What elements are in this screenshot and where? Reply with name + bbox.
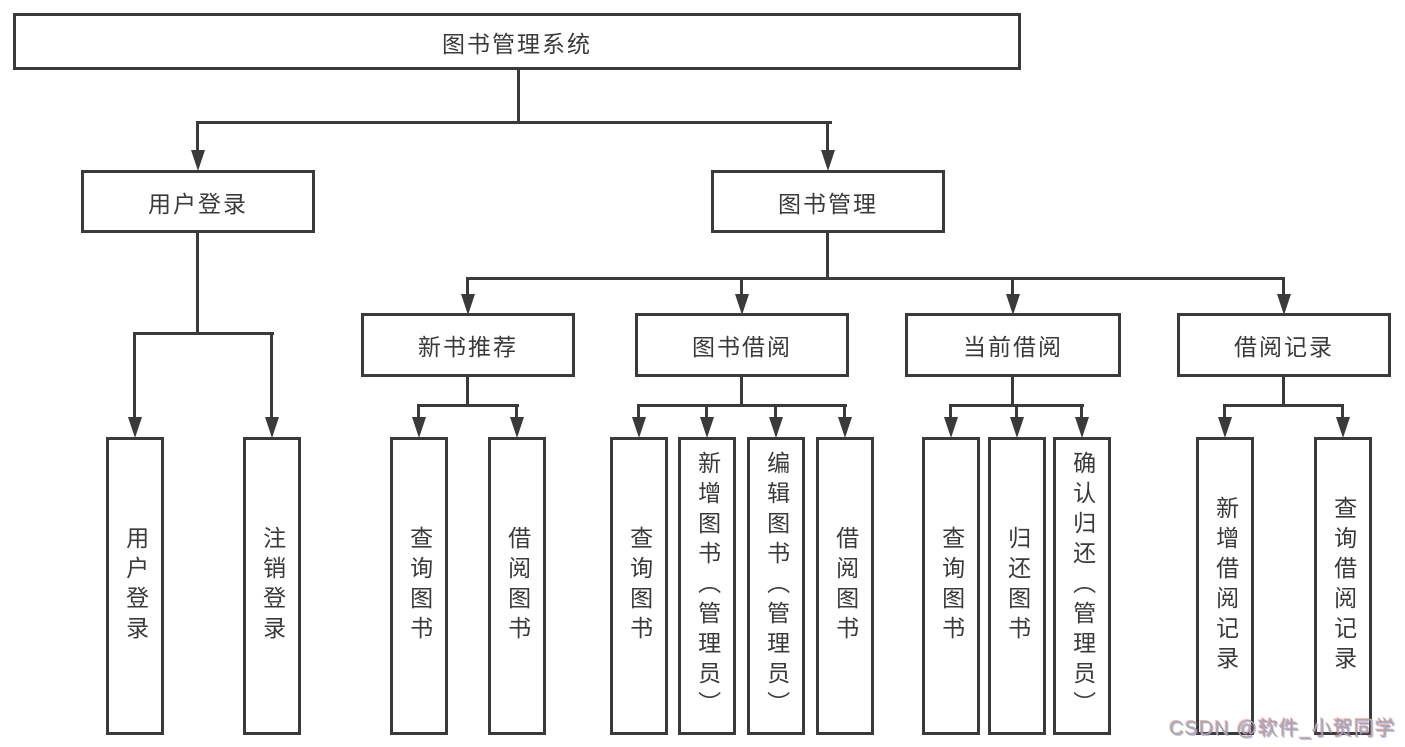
connector-line [1282,277,1285,297]
connector-line [740,375,743,407]
connector-line [1341,404,1344,419]
arrow-down-icon [191,150,205,171]
leaf-confirm-return-admin-label: 确认归还（管理员） [1069,451,1096,721]
node-current-borrow-label: 当前借阅 [963,334,1063,360]
arrow-down-icon [821,150,835,171]
node-user-login: 用户登录 [81,170,315,233]
node-book-borrow: 图书借阅 [635,313,849,377]
connector-line [705,404,708,419]
leaf-query-books-recommend-label: 查询图书 [406,526,433,646]
connector-line [466,277,1285,280]
connector-line [1223,404,1344,407]
leaf-query-books-current-label: 查询图书 [938,526,965,646]
node-user-login-label: 用户登录 [148,190,248,217]
connector-line [133,332,274,335]
arrow-down-icon [700,417,714,438]
connector-line [826,232,829,280]
leaf-add-borrow-record: 新增借阅记录 [1196,437,1254,735]
node-book-management: 图书管理 [711,170,945,233]
connector-line [843,404,846,419]
connector-line [740,277,743,297]
watermark: CSDN @软件_小贺同学 [1169,718,1396,740]
node-root: 图书管理系统 [13,13,1021,70]
arrow-down-icon [944,417,958,438]
leaf-edit-book-admin-label: 编辑图书（管理员） [763,451,790,721]
arrow-down-icon [769,417,783,438]
connector-line [196,232,199,335]
connector-line [637,404,640,419]
leaf-borrow-books-recommend-label: 借阅图书 [504,526,531,646]
leaf-query-books-current: 查询图书 [922,437,980,735]
arrow-down-icon [461,294,475,315]
connector-line [1015,404,1018,419]
leaf-logout: 注销登录 [243,437,301,735]
leaf-query-books-borrow-label: 查询图书 [626,526,653,646]
arrow-down-icon [1336,417,1350,438]
leaf-query-books-recommend: 查询图书 [390,437,448,735]
connector-line [466,375,469,407]
leaf-borrow-books-recommend: 借阅图书 [488,437,546,735]
leaf-user-login: 用户登录 [106,437,164,735]
node-new-book-recommend: 新书推荐 [361,313,575,377]
connector-line [515,404,518,419]
arrow-down-icon [735,294,749,315]
arrow-down-icon [838,417,852,438]
connector-line [1282,375,1285,407]
arrow-down-icon [1010,417,1024,438]
connector-line [196,121,832,124]
node-borrow-records: 借阅记录 [1177,313,1391,377]
connector-line [774,404,777,419]
arrow-down-icon [128,417,142,438]
node-current-borrow: 当前借阅 [905,313,1121,377]
leaf-query-books-borrow: 查询图书 [610,437,668,735]
leaf-query-borrow-record-label: 查询借阅记录 [1330,496,1357,676]
arrow-down-icon [1277,294,1291,315]
leaf-borrow-books-label: 借阅图书 [832,526,859,646]
connector-line [133,332,136,419]
leaf-edit-book-admin: 编辑图书（管理员） [747,437,805,735]
leaf-add-book-admin: 新增图书（管理员） [678,437,736,735]
node-root-label: 图书管理系统 [442,30,592,57]
connector-line [1011,277,1014,297]
arrow-down-icon [265,417,279,438]
leaf-user-login-label: 用户登录 [122,526,149,646]
leaf-query-borrow-record: 查询借阅记录 [1314,437,1372,735]
node-book-management-label: 图书管理 [778,190,878,217]
connector-line [1223,404,1226,419]
leaf-logout-label: 注销登录 [259,526,286,646]
leaf-add-borrow-record-label: 新增借阅记录 [1212,496,1239,676]
node-new-book-recommend-label: 新书推荐 [418,334,518,360]
connector-line [196,121,199,154]
connector-line [417,404,519,407]
connector-line [637,404,847,407]
arrow-down-icon [1218,417,1232,438]
connector-line [949,404,952,419]
arrow-down-icon [1075,417,1089,438]
connector-line [826,121,829,154]
leaf-add-book-admin-label: 新增图书（管理员） [694,451,721,721]
connector-line [1011,375,1014,407]
arrow-down-icon [632,417,646,438]
connector-line [417,404,420,419]
connector-line [517,68,520,124]
connector-line [1080,404,1083,419]
arrow-down-icon [1006,294,1020,315]
leaf-confirm-return-admin: 确认归还（管理员） [1053,437,1111,735]
node-book-borrow-label: 图书借阅 [692,334,792,360]
leaf-return-book: 归还图书 [988,437,1046,735]
leaf-return-book-label: 归还图书 [1004,526,1031,646]
arrow-down-icon [412,417,426,438]
connector-line [270,332,273,419]
node-borrow-records-label: 借阅记录 [1234,334,1334,360]
leaf-borrow-books: 借阅图书 [816,437,874,735]
connector-line [466,277,469,297]
arrow-down-icon [510,417,524,438]
